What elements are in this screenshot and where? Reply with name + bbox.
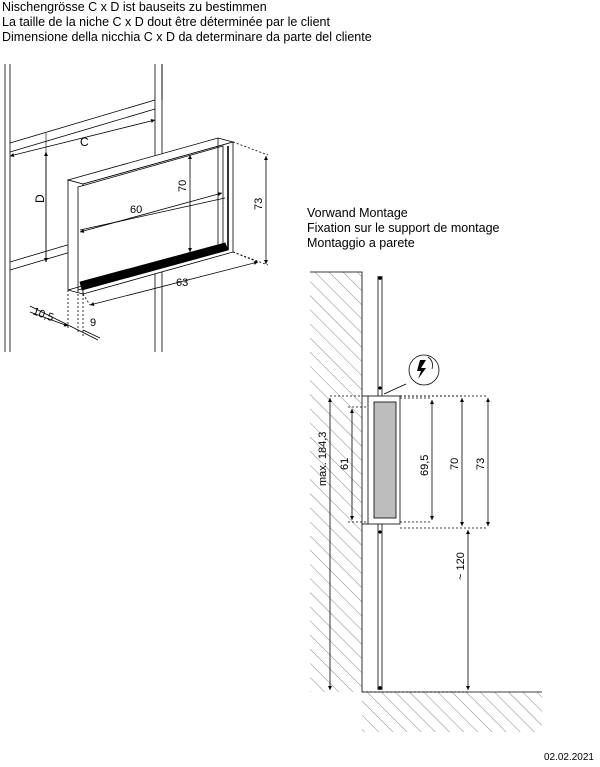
dim-73-niche: [232, 141, 269, 266]
wall-mount-title-it: Montaggio a parete: [307, 236, 415, 250]
dim-reference-lines: [330, 395, 488, 693]
dim-60-niche-label: 60: [130, 204, 142, 216]
wall-mount-title-fr: Fixation sur le support de montage: [307, 221, 500, 235]
header-text: Nischengrösse C x D ist bauseits zu best…: [2, 0, 372, 45]
dim-max-label: max. 184,3: [317, 432, 329, 486]
dim-63-niche: [82, 251, 259, 306]
header-line-fr: La taille de la niche C x D dout être dé…: [2, 15, 330, 29]
dim-9-label: 9: [90, 317, 96, 329]
dim-73-niche-label: 73: [253, 198, 265, 210]
dim-70-label: 70: [449, 458, 461, 470]
dim-70-niche-label: 70: [177, 180, 189, 192]
dim-69-5-label: 69,5: [419, 455, 431, 476]
label-c: C: [80, 135, 89, 149]
dim-c: [9, 119, 156, 157]
power-connection: [383, 354, 440, 395]
appliance-unit: [362, 395, 401, 525]
dim-60-niche: [79, 192, 223, 233]
wall-mount-title: Vorwand Montage Fixation sur le support …: [307, 206, 499, 251]
dim-63-niche-label: 63: [176, 277, 188, 289]
header-line-it: Dimensione della nicchia C x D da determ…: [2, 30, 372, 44]
mounting-frame: [66, 137, 235, 295]
wall-mount-title-de: Vorwand Montage: [307, 206, 408, 220]
dim-73-label: 73: [475, 458, 487, 470]
label-d: D: [33, 194, 47, 203]
document-date: 02.02.2021: [543, 752, 594, 763]
niche-view: [4, 64, 269, 352]
wall-outline: [310, 271, 363, 692]
floor-hatch: [362, 692, 542, 732]
wall-mount-view: [310, 271, 542, 732]
dim-61-label: 61: [339, 458, 351, 470]
dim-10-5-label: 10,5: [31, 306, 55, 325]
header-line-de: Nischengrösse C x D ist bauseits zu best…: [2, 0, 267, 14]
dim-frame-depth: [29, 290, 101, 341]
dim-floor-label: ~ 120: [455, 552, 467, 580]
